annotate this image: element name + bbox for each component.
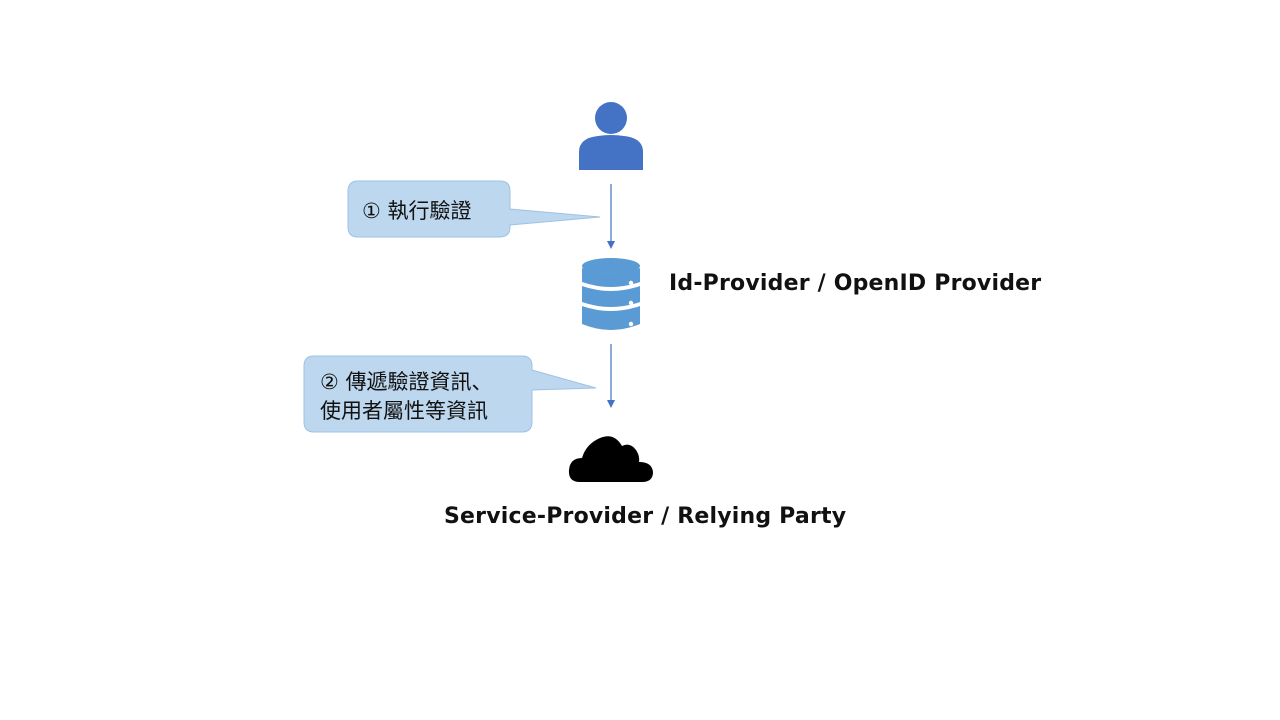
database-icon	[582, 258, 640, 330]
callout-2-shape	[303, 355, 597, 433]
callout-1-shape	[347, 180, 601, 238]
sp-label: Service-Provider / Relying Party	[444, 504, 847, 529]
callout-2-line-2: 使用者屬性等資訊	[320, 399, 488, 423]
idp-label: Id-Provider / OpenID Provider	[669, 271, 1042, 296]
arrow-idp-to-sp	[607, 344, 615, 408]
user-icon	[579, 102, 643, 170]
callout-2-line-1: ② 傳遞驗證資訊、	[320, 370, 493, 394]
callout-1-text: ① 執行驗證	[362, 199, 472, 223]
cloud-icon	[568, 436, 653, 482]
arrow-user-to-idp	[607, 184, 615, 249]
